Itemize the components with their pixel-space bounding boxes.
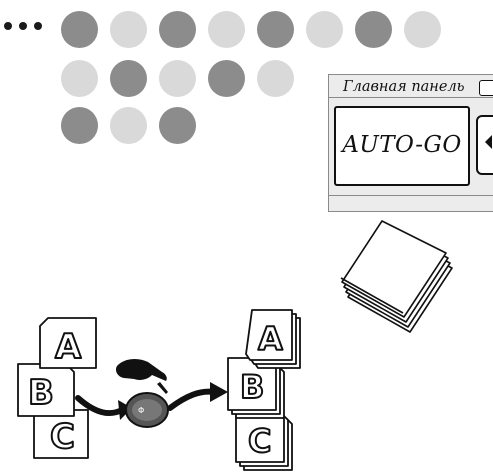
auto-go-label: AUTO-GO <box>342 132 462 158</box>
divider <box>329 97 493 98</box>
step-dot <box>61 60 98 97</box>
step-dot <box>159 107 196 144</box>
panel-title: Главная панель <box>343 79 465 95</box>
step-dot <box>257 11 294 48</box>
auto-go-button[interactable]: AUTO-GO <box>334 106 470 186</box>
curved-arrow-icon <box>167 382 228 411</box>
step-dot <box>110 60 147 97</box>
copy-set-a: A <box>245 309 301 369</box>
control-panel: Главная панель AUTO-GO <box>328 74 493 212</box>
page-letter-b: B <box>28 373 54 413</box>
step-dot <box>306 11 343 48</box>
divider <box>329 195 493 196</box>
step-dot <box>257 60 294 97</box>
step-dot <box>208 60 245 97</box>
page-letter-a: A <box>55 327 82 367</box>
step-dot <box>208 11 245 48</box>
original-page-c: C <box>33 409 89 459</box>
copy-letter-c: C <box>248 422 271 460</box>
step-dot <box>110 107 147 144</box>
triangle-left-icon <box>485 135 492 149</box>
original-page-a: A <box>39 317 97 369</box>
panel-title-box <box>479 80 493 96</box>
paper-stack-icon <box>340 220 453 333</box>
copy-letter-a: A <box>258 320 283 358</box>
step-dot <box>110 11 147 48</box>
start-key-symbol: Φ <box>138 406 144 415</box>
scroll-left-button[interactable] <box>476 115 493 175</box>
step-dot <box>159 60 196 97</box>
step-dot <box>404 11 441 48</box>
page-letter-c: C <box>50 417 75 457</box>
step-dot <box>355 11 392 48</box>
copy-letter-b: B <box>240 368 264 406</box>
step-dot <box>61 11 98 48</box>
pointing-hand-icon <box>115 358 168 394</box>
start-key-icon: Φ <box>125 392 169 428</box>
copy-set-c: C <box>235 409 293 471</box>
original-page-b: B <box>17 363 75 417</box>
step-dot <box>61 107 98 144</box>
step-dot <box>159 11 196 48</box>
ellipsis-icon <box>0 22 50 32</box>
